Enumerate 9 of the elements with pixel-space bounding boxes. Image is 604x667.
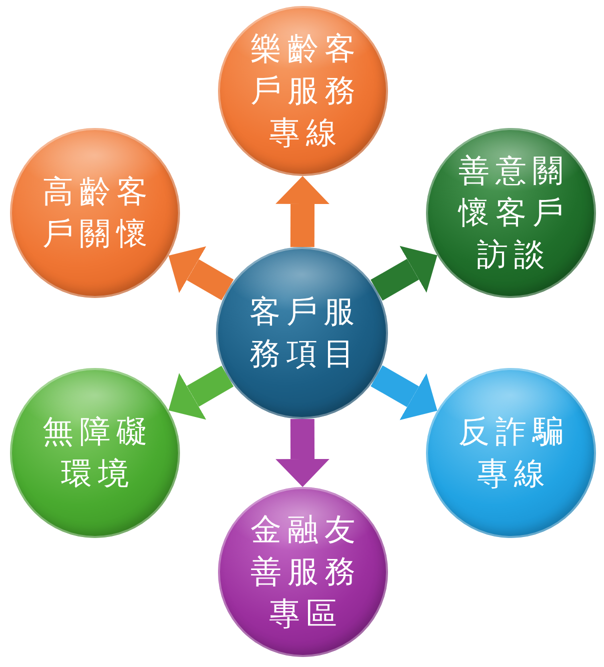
topic-circle: 高齡客戶關懷 (10, 128, 180, 298)
hub-circle: 客戶服務項目 (216, 247, 388, 419)
arrow (276, 176, 330, 248)
arrow (276, 418, 330, 488)
topic-circle: 樂齡客戶服務專線 (218, 6, 388, 176)
topic-circle: 反詐騙專線 (426, 368, 596, 538)
topic-circle: 金融友善服務專區 (218, 487, 388, 657)
topic-circle: 無障礙環境 (10, 368, 180, 538)
topic-circle: 善意關懷客戶訪談 (426, 128, 596, 298)
